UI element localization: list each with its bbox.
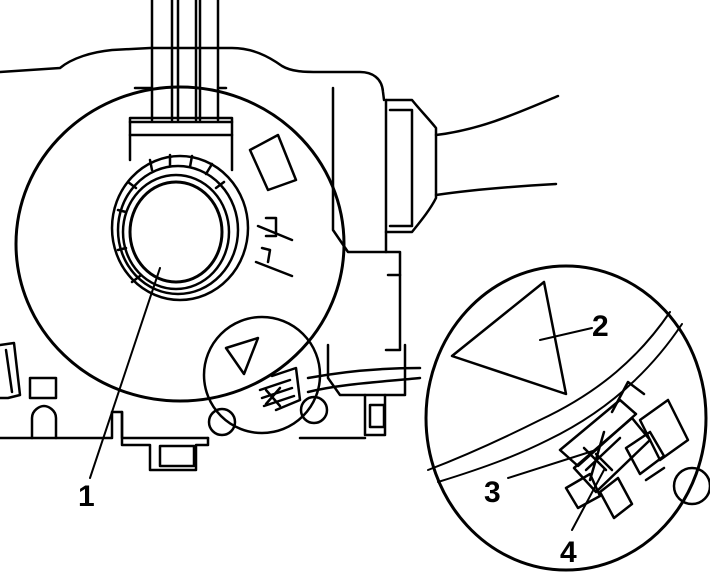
magnified-detail bbox=[424, 264, 710, 572]
center-hub bbox=[110, 153, 250, 302]
clock-spring-disc bbox=[14, 85, 346, 403]
callout-1: 1 bbox=[78, 480, 95, 513]
callout-2: 2 bbox=[592, 310, 609, 343]
wiring-harness bbox=[128, 0, 234, 172]
detail-source-circle bbox=[202, 315, 329, 437]
callout-labels: 1 2 3 4 bbox=[78, 310, 609, 569]
callout-leaders bbox=[89, 267, 605, 531]
column-housing bbox=[0, 46, 386, 472]
callout-3: 3 bbox=[484, 476, 501, 509]
callout-4: 4 bbox=[560, 536, 577, 569]
magnifier-leader bbox=[306, 366, 422, 394]
disc-markers bbox=[248, 133, 298, 278]
